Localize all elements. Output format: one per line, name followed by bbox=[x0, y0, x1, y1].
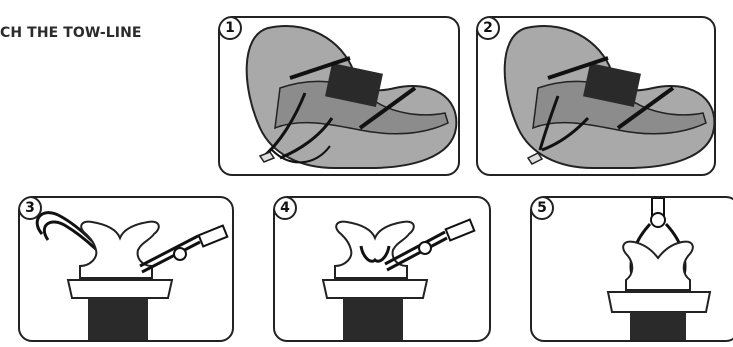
tube-illustration-step-1 bbox=[220, 18, 460, 176]
instruction-heading: CH THE TOW-LINE bbox=[0, 25, 142, 41]
step-1-number-badge: 1 bbox=[218, 16, 242, 40]
step-5-number-badge: 5 bbox=[530, 196, 554, 220]
step-3-number-badge: 3 bbox=[18, 196, 42, 220]
step-5-panel: 5 bbox=[530, 196, 733, 342]
step-4-number-badge: 4 bbox=[273, 196, 297, 220]
step-4-panel: 4 bbox=[273, 196, 491, 342]
step-3-panel: 3 bbox=[18, 196, 234, 342]
clip-illustration-step-4 bbox=[275, 198, 491, 342]
clip-illustration-step-5 bbox=[532, 198, 733, 342]
step-2-number-badge: 2 bbox=[476, 16, 500, 40]
clip-illustration-step-3 bbox=[20, 198, 234, 342]
step-2-panel: 2 bbox=[476, 16, 716, 176]
step-1-panel: 1 bbox=[218, 16, 460, 176]
tube-illustration-step-2 bbox=[478, 18, 716, 176]
